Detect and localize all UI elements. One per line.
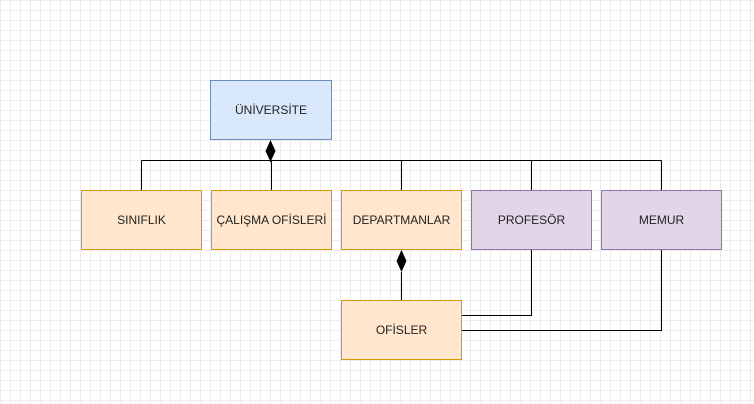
node-calisma-ofisleri-label: ÇALIŞMA OFİSLERİ (216, 213, 327, 227)
node-ofisler[interactable]: OFİSLER (341, 300, 462, 360)
composition-diamond-departmanlar (396, 250, 407, 272)
node-memur-label: MEMUR (638, 213, 685, 227)
node-universite-label: ÜNİVERSİTE (234, 103, 307, 117)
node-siniflik[interactable]: SINIFLIK (81, 190, 202, 250)
node-calisma-ofisleri[interactable]: ÇALIŞMA OFİSLERİ (211, 190, 332, 250)
node-universite[interactable]: ÜNİVERSİTE (210, 80, 332, 140)
connector-memur-ofisler (461, 250, 662, 331)
node-profesor[interactable]: PROFESÖR (471, 190, 592, 250)
connector-profesor-ofisler (461, 250, 532, 316)
composition-diamond-universite (265, 140, 276, 162)
node-siniflik-label: SINIFLIK (117, 213, 166, 227)
node-departmanlar-label: DEPARTMANLAR (352, 213, 451, 227)
node-profesor-label: PROFESÖR (497, 213, 566, 227)
node-departmanlar[interactable]: DEPARTMANLAR (341, 190, 462, 250)
node-ofisler-label: OFİSLER (375, 323, 428, 337)
node-memur[interactable]: MEMUR (601, 190, 722, 250)
